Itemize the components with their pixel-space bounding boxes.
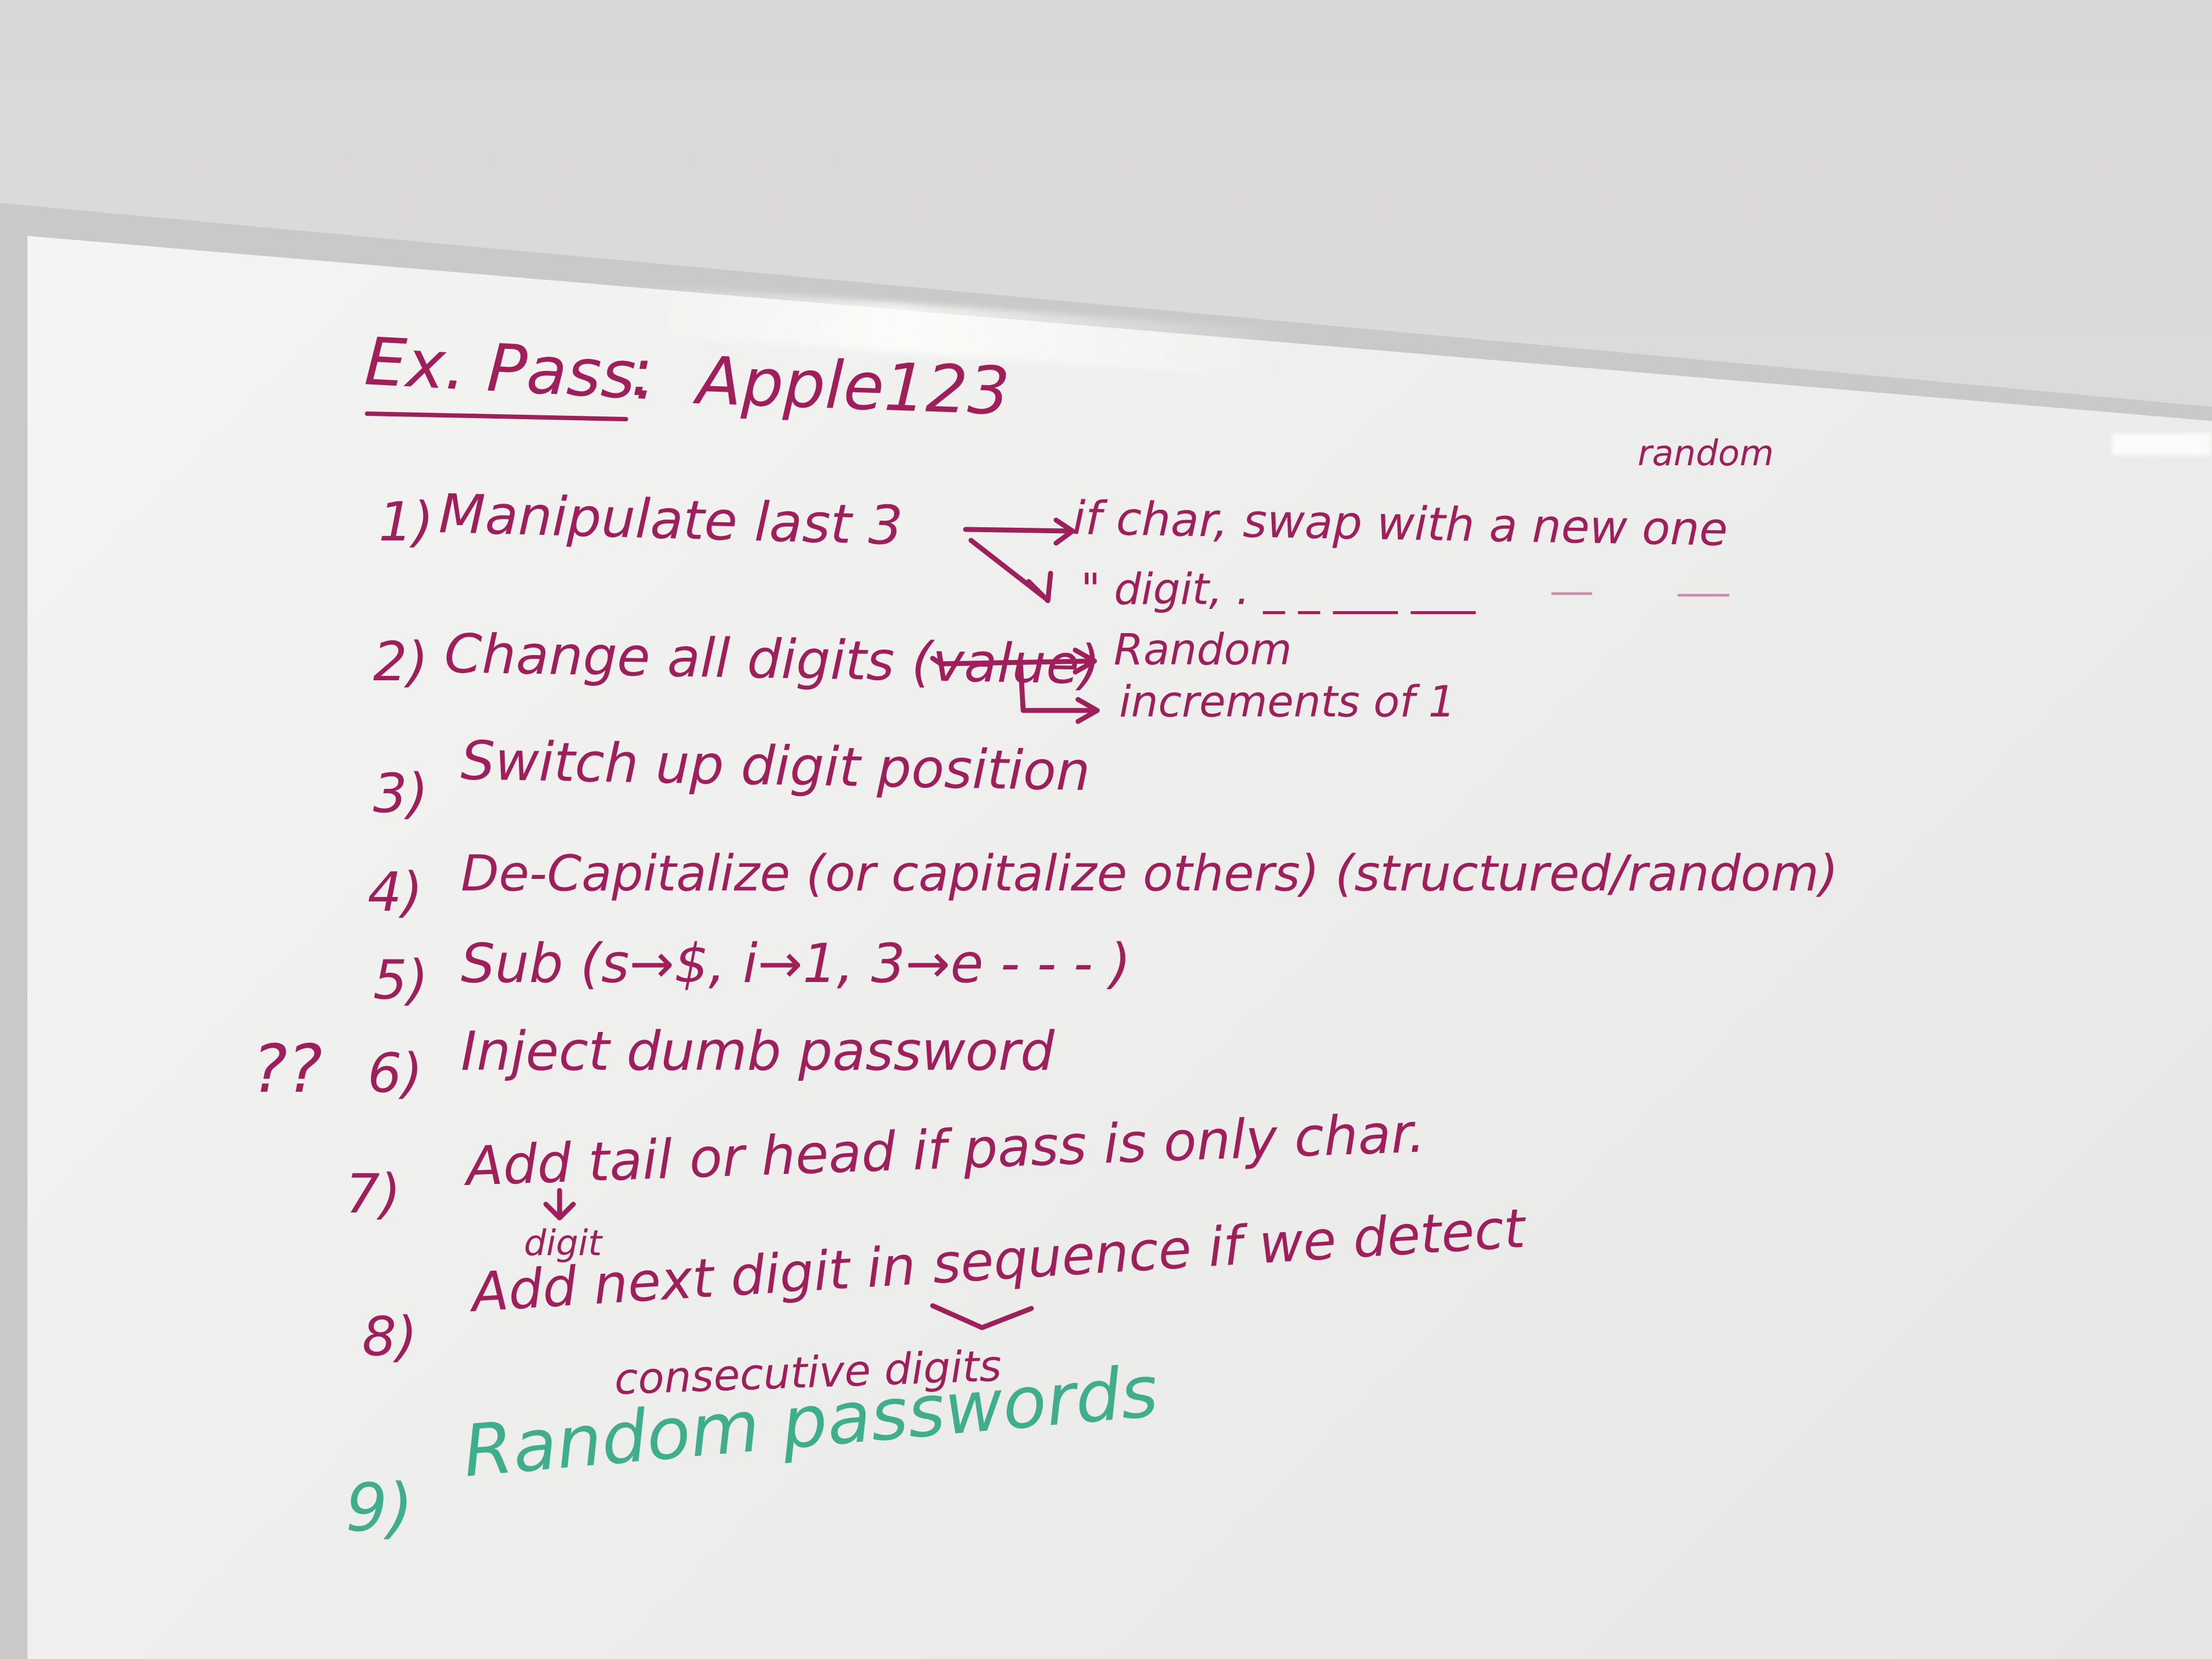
- brace-8: [930, 1303, 1034, 1330]
- item-5-number: 5): [373, 949, 428, 1012]
- question-marks: ??: [252, 1031, 323, 1108]
- item-2-number: 2): [373, 631, 428, 693]
- item-7-note: digit: [524, 1223, 602, 1264]
- item-3-number: 3): [373, 763, 428, 825]
- item-4-number: 4): [368, 861, 423, 924]
- whiteboard-surface: [27, 236, 2212, 1659]
- item-6-text: Inject dumb password: [461, 1020, 1055, 1083]
- arrow-1a: [963, 527, 1073, 534]
- item-4-text: De-Capitalize (or capitalize others) (st…: [461, 845, 1838, 902]
- branch-2a-text: Random: [1114, 625, 1292, 675]
- item-1-number: 1): [379, 491, 434, 554]
- item-5-text: Sub (s→$, i→1, 3→e - - - ): [461, 933, 1131, 995]
- item-6-number: 6): [368, 1042, 423, 1105]
- item-8-number: 8): [362, 1306, 417, 1368]
- item-7-number: 7): [346, 1163, 401, 1226]
- arrow-2b: [1018, 660, 1097, 713]
- item-9-number: 9): [346, 1470, 414, 1547]
- branch-1b-text: " digit, . _ _ ___ ___: [1081, 565, 1476, 614]
- branch-1a-note: random: [1638, 433, 1774, 474]
- title-separator: :: [631, 335, 653, 411]
- arrow-2a: [930, 656, 1094, 667]
- light-glare-edge: [2112, 433, 2211, 455]
- branch-2b-text: increments of 1: [1119, 678, 1456, 727]
